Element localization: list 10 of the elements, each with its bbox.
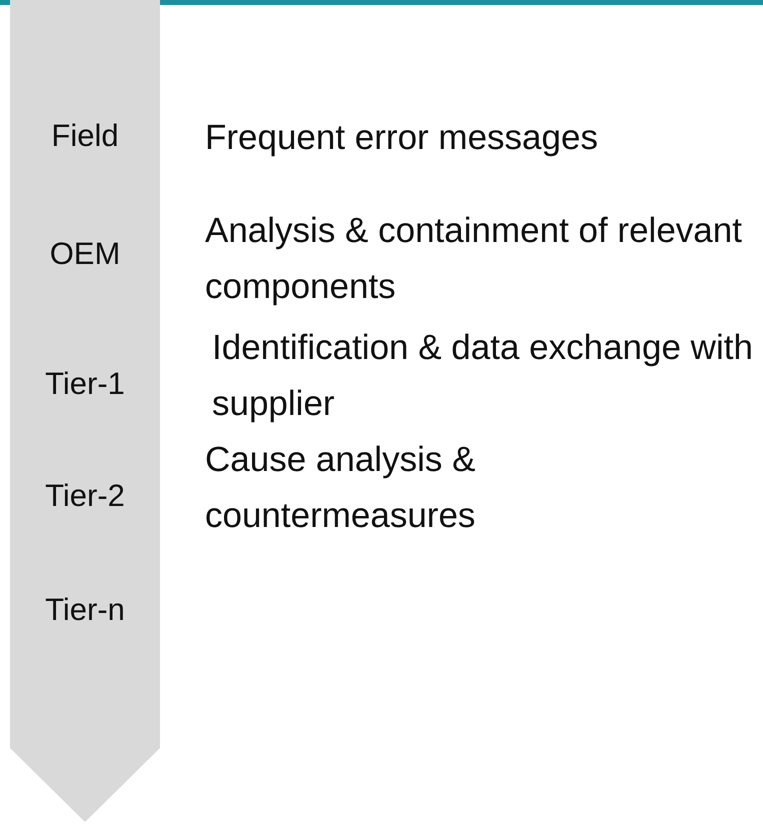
downward-arrow-band: [10, 0, 160, 822]
tier-label: OEM: [48, 236, 122, 272]
step-description: Cause analysis & countermeasures: [205, 439, 476, 537]
step-description: Frequent error messages: [205, 117, 599, 159]
step-description: Analysis & containment of relevant components: [205, 210, 743, 308]
tier-label: Tier-1: [44, 366, 126, 402]
tier-label: Tier-n: [44, 592, 126, 628]
step-description: Identification & data exchange with supplier: [212, 327, 754, 425]
tier-label: Tier-2: [44, 478, 126, 514]
tier-label: Field: [50, 118, 120, 154]
